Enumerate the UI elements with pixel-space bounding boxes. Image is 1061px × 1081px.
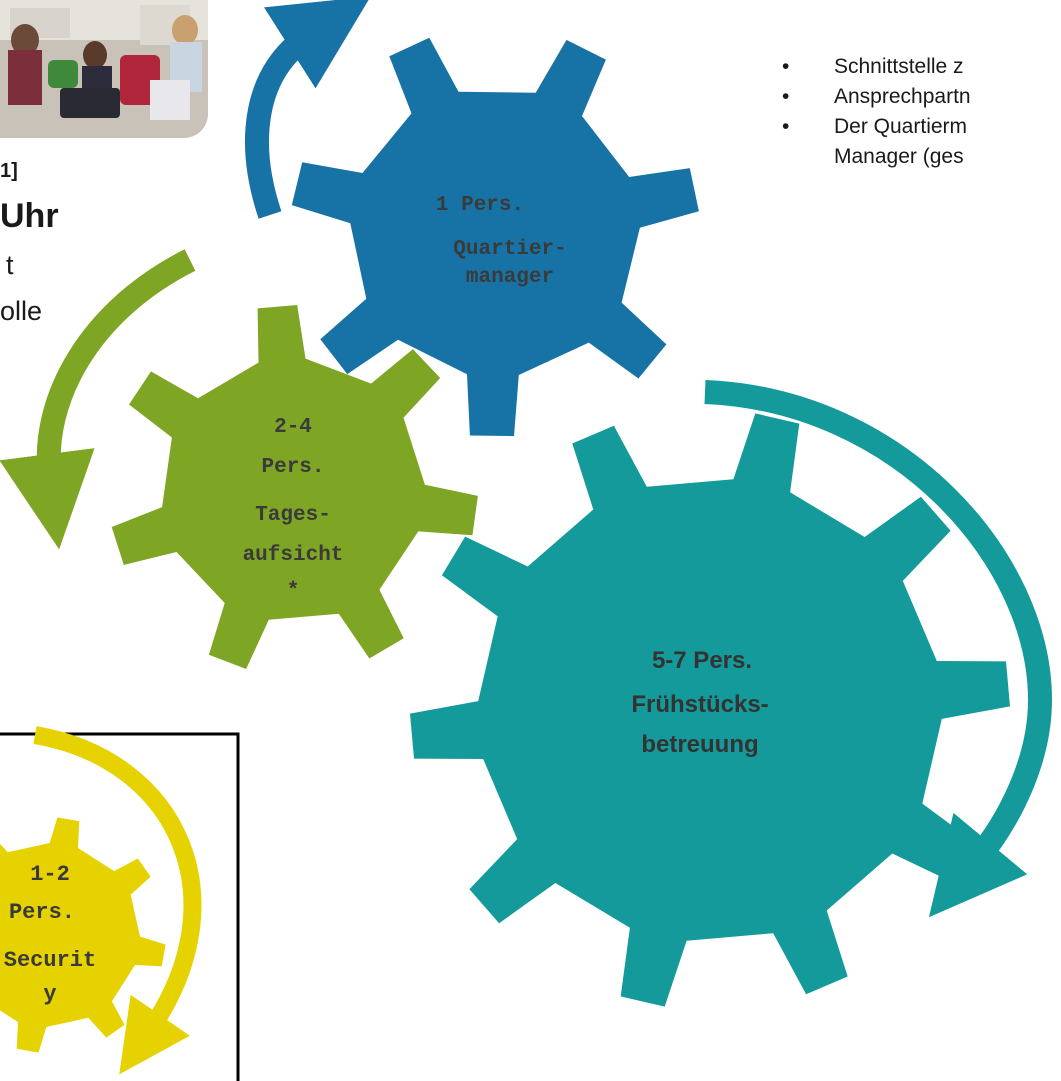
blue-arrow xyxy=(245,0,371,219)
left-t-text: t xyxy=(6,250,14,280)
security-persons-label-line1: 1-2 xyxy=(30,862,70,887)
tages-persons-label-line2: Pers. xyxy=(261,456,324,479)
bullet-text: Schnittstelle z xyxy=(834,55,964,78)
quartier-role-line1: Quartier- xyxy=(453,238,566,261)
security-gear xyxy=(0,817,166,1053)
bullet-dot: • xyxy=(782,85,790,108)
bullet-item: • Der Quartierm xyxy=(782,112,1061,142)
fruehstueck-role-line1: Frühstücks- xyxy=(631,691,768,718)
tages-role-line2: aufsicht xyxy=(243,544,344,567)
security-persons-label-line2: Pers. xyxy=(9,900,75,925)
left-bracket-text: 1] xyxy=(0,160,18,182)
security-inset-box xyxy=(0,732,240,1081)
teal-arrow xyxy=(704,380,1053,918)
bullet-text: Manager (ges xyxy=(834,145,964,168)
photo-of-people-with-luggage-icon xyxy=(0,0,208,138)
bullet-item: Manager (ges xyxy=(782,142,1061,172)
fruehstueck-persons-label: 5-7 Pers. xyxy=(652,647,752,674)
bullet-dot: • xyxy=(782,55,790,78)
security-role-line2: y xyxy=(43,982,56,1007)
group-photo xyxy=(0,0,208,138)
tagesaufsicht-gear xyxy=(111,305,478,669)
green-arrow xyxy=(0,249,196,550)
tages-role-asterisk: * xyxy=(287,580,300,603)
tages-role-line1: Tages- xyxy=(255,504,331,527)
quartiermanager-gear xyxy=(291,37,699,437)
tages-persons-label-line1: 2-4 xyxy=(274,416,312,439)
quartier-gear-shape xyxy=(291,37,699,437)
bullet-list: • Schnittstelle z • Ansprechpartn • Der … xyxy=(782,52,1061,172)
bullet-text: Der Quartierm xyxy=(834,115,968,138)
yellow-arrow xyxy=(33,726,202,1075)
fruehstueck-role-line2: betreuung xyxy=(641,731,758,758)
quartier-persons-label: 1 Pers. xyxy=(436,194,524,217)
bullet-item: • Ansprechpartn xyxy=(782,82,1061,112)
bullet-dot: • xyxy=(782,115,790,138)
security-role-line1: Securit xyxy=(4,948,96,973)
bullet-item: • Schnittstelle z xyxy=(782,52,1061,82)
bullet-text: Ansprechpartn xyxy=(834,85,971,108)
left-uhr-text: Uhr xyxy=(0,197,59,235)
security-gear-shape xyxy=(0,817,166,1053)
left-olle-text: olle xyxy=(0,296,43,326)
quartier-role-line2: manager xyxy=(466,266,554,289)
tages-gear-shape xyxy=(111,305,478,669)
fruehstuecksbetreuung-gear xyxy=(410,413,1010,1007)
fruehstueck-gear-shape xyxy=(410,413,1010,1007)
